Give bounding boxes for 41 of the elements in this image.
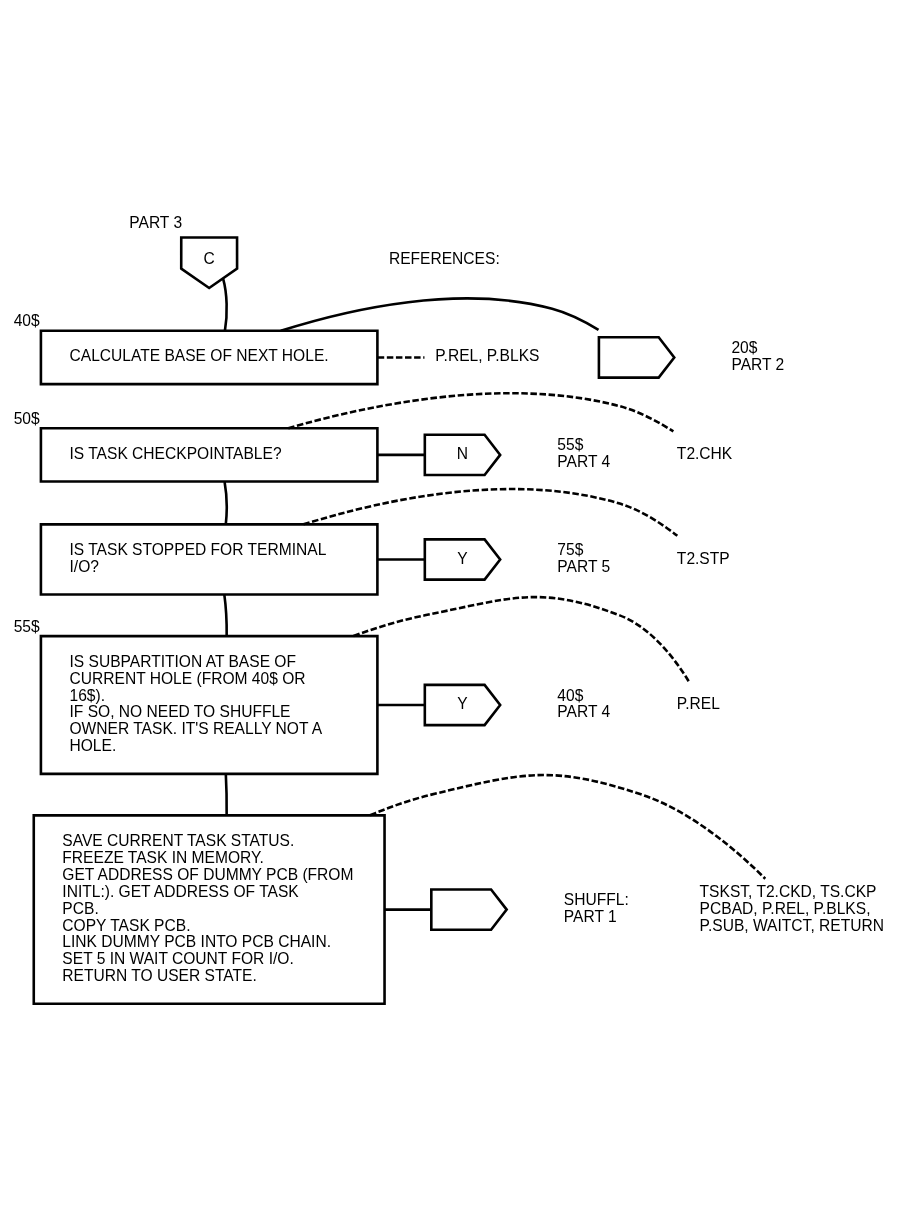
node-text: P.REL	[676, 694, 720, 712]
connector	[369, 773, 767, 880]
node-label: 55$	[557, 435, 584, 453]
node-label: PART 5	[557, 557, 611, 575]
connector	[223, 481, 228, 524]
node-box: IS TASK CHECKPOINTABLE?	[39, 426, 379, 483]
node-label: PART 4	[557, 702, 611, 720]
node-box: IS TASK STOPPED FOR TERMINAL I/O?	[39, 522, 379, 596]
node-text: T2.CHK	[676, 444, 733, 462]
connector	[280, 296, 600, 332]
node-pentagon	[430, 887, 509, 931]
node-label: PART 4	[557, 452, 611, 470]
node-label: 55$	[13, 617, 40, 635]
node-box: CALCULATE BASE OF NEXT HOLE.	[39, 329, 379, 385]
connector	[223, 594, 228, 636]
connector	[287, 391, 675, 432]
node-box: SAVE CURRENT TASK STATUS. FREEZE TASK IN MEMORY. GET ADDRESS OF DUMMY PCB (FROM INITL:). GET ADDRESS OF TASK PCB. COPY TASK PCB. LINK DUMMY PCB INTO PCB CHAIN. SET 5 IN WAIT COUNT FOR I/O. RETURN TO USER STATE.	[32, 813, 386, 1005]
node-text: P.REL, P.BLKS	[435, 346, 540, 364]
node-pentagon	[597, 335, 676, 379]
node-label: 75$	[557, 540, 584, 558]
connector	[221, 277, 228, 331]
node-box: IS SUBPARTITION AT BASE OF CURRENT HOLE (FROM 40$ OR 16$). IF SO, NO NEED TO SHUFFLE OWNER TASK. IT'S REALLY NOT A HOLE.	[39, 634, 379, 775]
connector	[384, 907, 432, 911]
node-label: 50$	[13, 409, 40, 427]
connector	[377, 453, 425, 456]
node-label: 40$	[557, 686, 584, 704]
connector	[224, 773, 228, 815]
connector	[377, 557, 425, 561]
connector	[377, 355, 425, 359]
node-label: PART 1	[563, 907, 617, 925]
node-label: 40$	[13, 311, 40, 329]
node-label: 20$	[731, 338, 758, 356]
label: REFERENCES:	[388, 249, 500, 267]
node-text: TSKST, T2.CKD, TS.CKP PCBAD, P.REL, P.BLKS, P.SUB, WAITCT, RETURN	[699, 882, 884, 934]
node-label: PART 3	[129, 213, 183, 231]
node-label: PART 2	[731, 355, 785, 373]
node-label: SHUFFL:	[563, 890, 629, 908]
node-text: T2.STP	[676, 549, 730, 567]
connector	[353, 595, 690, 682]
connector	[303, 487, 679, 537]
connector	[377, 703, 425, 706]
